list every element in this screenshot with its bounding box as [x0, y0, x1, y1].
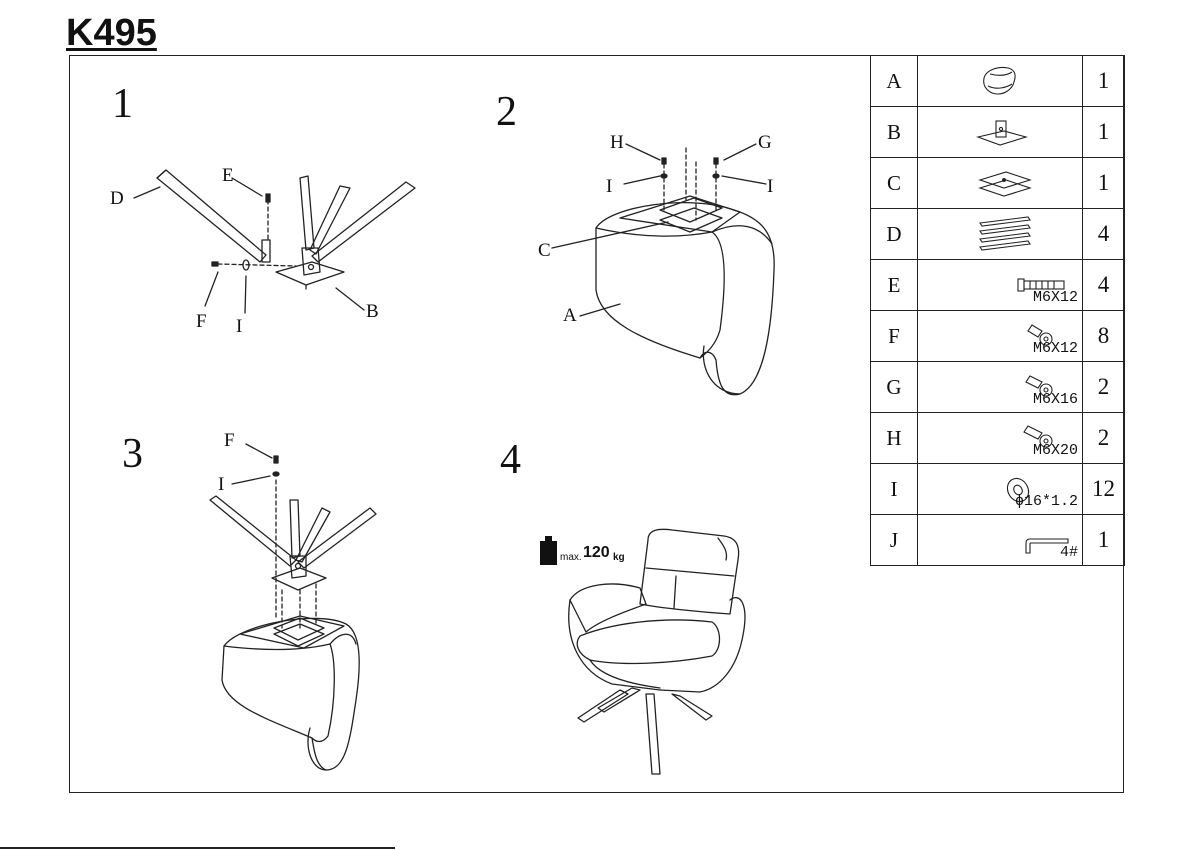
part-letter: A: [870, 55, 918, 107]
long-bolt-icon: [1017, 278, 1065, 292]
step1-illustration: [133, 169, 416, 314]
parts-row: D 4: [870, 208, 1125, 260]
part-letter: J: [870, 514, 918, 566]
parts-row: H M6X20 2: [870, 412, 1125, 464]
part-qty: 2: [1082, 412, 1125, 464]
part-letter: H: [870, 412, 918, 464]
part-qty: 1: [1082, 514, 1125, 566]
part-picture: [917, 55, 1083, 107]
parts-row: A 1: [870, 55, 1125, 107]
part-qty: 1: [1082, 55, 1125, 107]
mounting-plate-icon: [978, 171, 1032, 197]
part-spec: M6X16: [1032, 391, 1078, 408]
bolt-icon: [1023, 425, 1053, 448]
step2-label-H: H: [610, 132, 624, 153]
parts-row: F M6X12 8: [870, 310, 1125, 362]
legs-icon: [979, 216, 1031, 251]
part-picture: ϕ16*1.2: [917, 463, 1083, 515]
part-spec: 4#: [1059, 544, 1078, 561]
part-letter: G: [870, 361, 918, 413]
part-letter: E: [870, 259, 918, 311]
parts-list-table: A 1 B 1 C: [870, 55, 1125, 566]
part-qty: 1: [1082, 157, 1125, 209]
step1-label-I: I: [236, 316, 243, 337]
step-1-number: 1: [112, 81, 133, 127]
step3-illustration: [209, 443, 377, 771]
part-picture: M6X20: [917, 412, 1083, 464]
part-picture: 4#: [917, 514, 1083, 566]
parts-row: G M6X16 2: [870, 361, 1125, 413]
parts-row: J 4# 1: [870, 514, 1125, 566]
parts-row: B 1: [870, 106, 1125, 158]
step2-label-I-right: I: [767, 176, 774, 197]
part-qty: 2: [1082, 361, 1125, 413]
part-qty: 8: [1082, 310, 1125, 362]
part-letter: C: [870, 157, 918, 209]
parts-row: E M6X12 4: [870, 259, 1125, 311]
part-letter: I: [870, 463, 918, 515]
step2-illustration: [551, 143, 775, 396]
step1-label-E: E: [222, 165, 234, 186]
step1-label-D: D: [110, 188, 124, 209]
part-picture: M6X16: [917, 361, 1083, 413]
part-qty: 1: [1082, 106, 1125, 158]
step-4-number: 4: [500, 437, 521, 483]
step-3-number: 3: [122, 431, 143, 477]
part-picture: [917, 208, 1083, 260]
part-picture: M6X12: [917, 259, 1083, 311]
step1-label-F: F: [196, 311, 207, 332]
part-spec: M6X20: [1032, 442, 1078, 459]
bottom-rule: [0, 847, 395, 849]
allen-key-icon: [1025, 538, 1069, 554]
step3-label-I: I: [218, 474, 225, 495]
step4-illustration: [540, 528, 746, 775]
part-picture: [917, 157, 1083, 209]
part-picture: M6X12: [917, 310, 1083, 362]
step1-label-B: B: [366, 301, 379, 322]
step-2-number: 2: [496, 89, 517, 135]
part-qty: 4: [1082, 208, 1125, 260]
part-qty: 12: [1082, 463, 1125, 515]
part-picture: [917, 106, 1083, 158]
part-letter: B: [870, 106, 918, 158]
swivel-bracket-icon: [976, 120, 1028, 146]
model-title: K495: [66, 12, 157, 54]
part-spec: M6X12: [1032, 289, 1078, 306]
part-spec: M6X12: [1032, 340, 1078, 357]
seat-icon: [983, 66, 1016, 95]
bolt-icon: [1025, 375, 1053, 397]
parts-row: I ϕ16*1.2 12: [870, 463, 1125, 515]
step3-label-F: F: [224, 430, 235, 451]
step2-label-G: G: [758, 132, 772, 153]
washer-icon: [1006, 477, 1030, 503]
part-letter: D: [870, 208, 918, 260]
part-qty: 4: [1082, 259, 1125, 311]
step2-label-C: C: [538, 240, 551, 261]
step2-label-A: A: [563, 305, 577, 326]
bolt-icon: [1027, 324, 1053, 346]
part-spec: ϕ16*1.2: [1014, 493, 1078, 510]
part-letter: F: [870, 310, 918, 362]
step2-label-I-left: I: [606, 176, 613, 197]
parts-row: C 1: [870, 157, 1125, 209]
